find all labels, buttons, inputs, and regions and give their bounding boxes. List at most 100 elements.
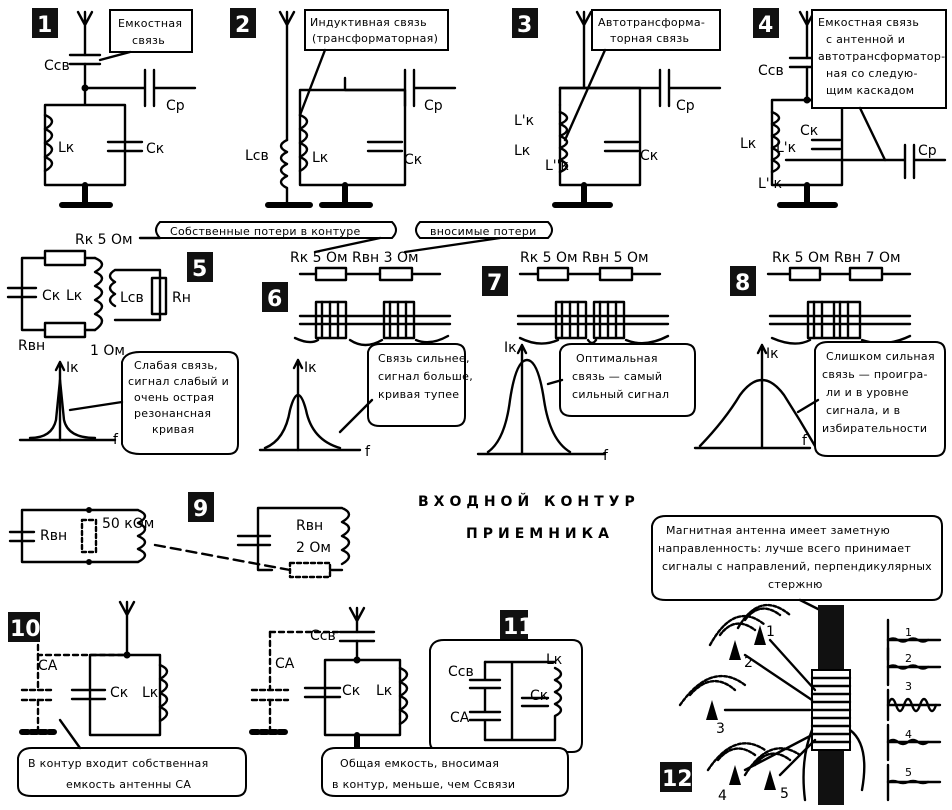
panel-8-note-line2: связь — проигра- — [822, 368, 928, 381]
loss-callouts: Собственные потери в контуре вносимые по… — [138, 221, 553, 254]
signal-source-1: 1 — [736, 604, 817, 692]
panel-11-total-capacitance: 11 Cсв CА Cк Lк Cсв CА Lк Cк Общая емкос… — [249, 606, 583, 797]
panel-6-stronger-coupling: 6 Rк 5 Ом Rвн 3 Ом Iк f Связь сильнее, с… — [258, 250, 473, 460]
l-sv-label-5: Lсв — [120, 290, 144, 306]
ik-axis-label-7: Iк — [504, 340, 517, 356]
panel-12-note-line2: направленность: лучше всего принимает — [658, 542, 911, 555]
r-vn-label-5: Rвн — [18, 338, 45, 354]
c-r-label-2: Cр — [424, 98, 443, 114]
panel-7-number: 7 — [487, 271, 502, 296]
panel-4-number: 4 — [758, 13, 773, 38]
c-r-label: Cр — [166, 98, 185, 114]
panel-3-number: 3 — [517, 13, 532, 38]
c-a-label-11: CА — [275, 656, 295, 672]
panel-6-note-line1: Связь сильнее, — [378, 352, 470, 365]
r-vn1-value-9: 50 кОм — [102, 516, 154, 532]
l-k1-label-4: L'к — [776, 140, 796, 156]
c-a-label-10: CА — [38, 658, 58, 674]
signal-source-2: 2 — [708, 614, 814, 702]
panel-12-note-line4: стержню — [768, 578, 823, 591]
c-k-label-5: Cк — [42, 288, 60, 304]
c-k-label-3: Cк — [640, 148, 658, 164]
res-label-7: Rк 5 Ом Rвн 5 Ом — [520, 250, 649, 266]
panel-12-note-line3: сигналы с направлений, перпендикулярных — [662, 560, 932, 573]
source-label-1: 1 — [766, 624, 775, 640]
l-k1-label-3: L'к — [514, 113, 534, 129]
l-k2-label-3: L''к — [545, 158, 569, 174]
panel-8-too-strong-coupling: 8 Rк 5 Ом Rвн 7 Ом Iк f Слишком сильная … — [693, 250, 946, 457]
trace-label-4: 4 — [905, 728, 912, 741]
panel-8-note-line4: сигнала, и в — [826, 404, 900, 417]
ik-axis-label-8: Iк — [766, 346, 779, 362]
f-axis-label-8: f — [802, 433, 808, 449]
panel-7-optimal-coupling: 7 Rк 5 Ом Rвн 5 Ом Iк f Оптимальная связ… — [476, 250, 696, 464]
r-k-label-5: Rк 5 Ом — [75, 232, 133, 248]
panel-10-note-line1: В контур входит собственная — [28, 757, 209, 770]
source-label-2: 2 — [744, 655, 753, 671]
panel-9-number: 9 — [193, 497, 208, 522]
panel-5-note-line5: кривая — [152, 423, 194, 436]
signal-trace-5: 5 — [886, 763, 942, 802]
source-label-5: 5 — [780, 786, 789, 802]
l-k-label-11: Lк — [376, 683, 392, 699]
panel-6-number: 6 — [267, 287, 282, 312]
panel-4-capacitive-autotransformer: 4 Cсв Lк L'к L''к Cк Cр Емкостная связь … — [740, 8, 947, 208]
signal-source-3: 3 — [678, 675, 812, 737]
r-n-label: Rн — [172, 290, 191, 306]
c-k-label-11b: Cк — [530, 688, 548, 704]
panel-7-note-line1: Оптимальная — [576, 352, 658, 365]
c-sv-label-11b: Cсв — [448, 664, 474, 680]
trace-label-3: 3 — [905, 680, 912, 693]
panel-5-note-line1: Слабая связь, — [134, 359, 218, 372]
panel-2-note-line2: (трансформаторная) — [312, 32, 438, 45]
panel-8-number: 8 — [735, 271, 750, 296]
panel-12-magnetic-antenna: 12 Магнитная антенна имеет заметную напр… — [651, 515, 943, 805]
panel-8-note-line1: Слишком сильная — [826, 350, 935, 363]
r-vn2-value-9: 2 Ом — [296, 540, 331, 556]
l-k-label: Lк — [58, 140, 74, 156]
panel-8-note-line5: избирательности — [822, 422, 927, 435]
trace-label-5: 5 — [905, 766, 912, 779]
panel-11-number: 11 — [503, 615, 534, 640]
panel-7-note-line3: сильный сигнал — [572, 388, 669, 401]
res-label-6: Rк 5 Ом Rвн 3 Ом — [290, 250, 419, 266]
panel-8-note-line3: ли и в уровне — [826, 386, 909, 399]
panel-4-note-line2: с антенной и — [826, 33, 905, 46]
panel-4-note-line5: щим каскадом — [826, 84, 914, 97]
r-vn-value-5: 1 Ом — [90, 343, 125, 359]
c-sv-label-4: Cсв — [758, 63, 784, 79]
panel-6-note-line2: сигнал больше, — [378, 370, 473, 383]
panel-1-note-line2: связь — [132, 34, 165, 47]
panel-5-note-line4: резонансная — [134, 407, 211, 420]
signal-trace-4: 4 — [886, 723, 942, 762]
c-k-label-4: Cк — [800, 123, 818, 139]
panel-1-capacitive-coupling: 1 Cсв Cр Lк Cк Емкостная связь — [32, 8, 197, 208]
l-k-label-2: Lк — [312, 150, 328, 166]
panel-2-number: 2 — [235, 13, 250, 38]
panel-10-note-line2: емкость антенны CА — [66, 778, 191, 791]
own-losses-callout: Собственные потери в контуре — [170, 225, 361, 238]
panel-1-note-line1: Емкостная — [118, 17, 182, 30]
ik-axis-label-5: Iк — [66, 360, 79, 376]
source-label-4: 4 — [718, 788, 727, 804]
panel-11-note-line2: в контур, меньше, чем Cсвязи — [332, 778, 515, 791]
panel-4-note-line4: ная со следую- — [826, 67, 918, 80]
introduced-losses-callout: вносимые потери — [430, 225, 537, 238]
trace-label-1: 1 — [905, 626, 912, 639]
panel-10-number: 10 — [10, 617, 41, 642]
c-k-label-2: Cк — [404, 152, 422, 168]
l-k2-label-4: L''к — [758, 176, 782, 192]
sheet-title: ВХОДНОЙ КОНТУР ПРИЕМНИКА — [418, 493, 640, 542]
r-vn2-label-9: Rвн — [296, 518, 323, 534]
title-line1: ВХОДНОЙ КОНТУР — [418, 493, 640, 510]
panel-5-weak-coupling: 5 Rк 5 Ом Cк Lк Lсв Rн Rвн 1 Ом Iк f Сла… — [6, 232, 239, 455]
source-label-3: 3 — [716, 721, 725, 737]
panel-7-note-line2: связь — самый — [572, 370, 662, 383]
signal-trace-1: 1 — [886, 618, 942, 662]
panel-3-note-line2: торная связь — [610, 32, 689, 45]
panel-3-note-line1: Автотрансформа- — [598, 16, 705, 29]
panel-4-note-line1: Емкостная связь — [818, 16, 919, 29]
signal-trace-2: 2 — [886, 646, 942, 687]
c-r-label-3: Cр — [676, 98, 695, 114]
